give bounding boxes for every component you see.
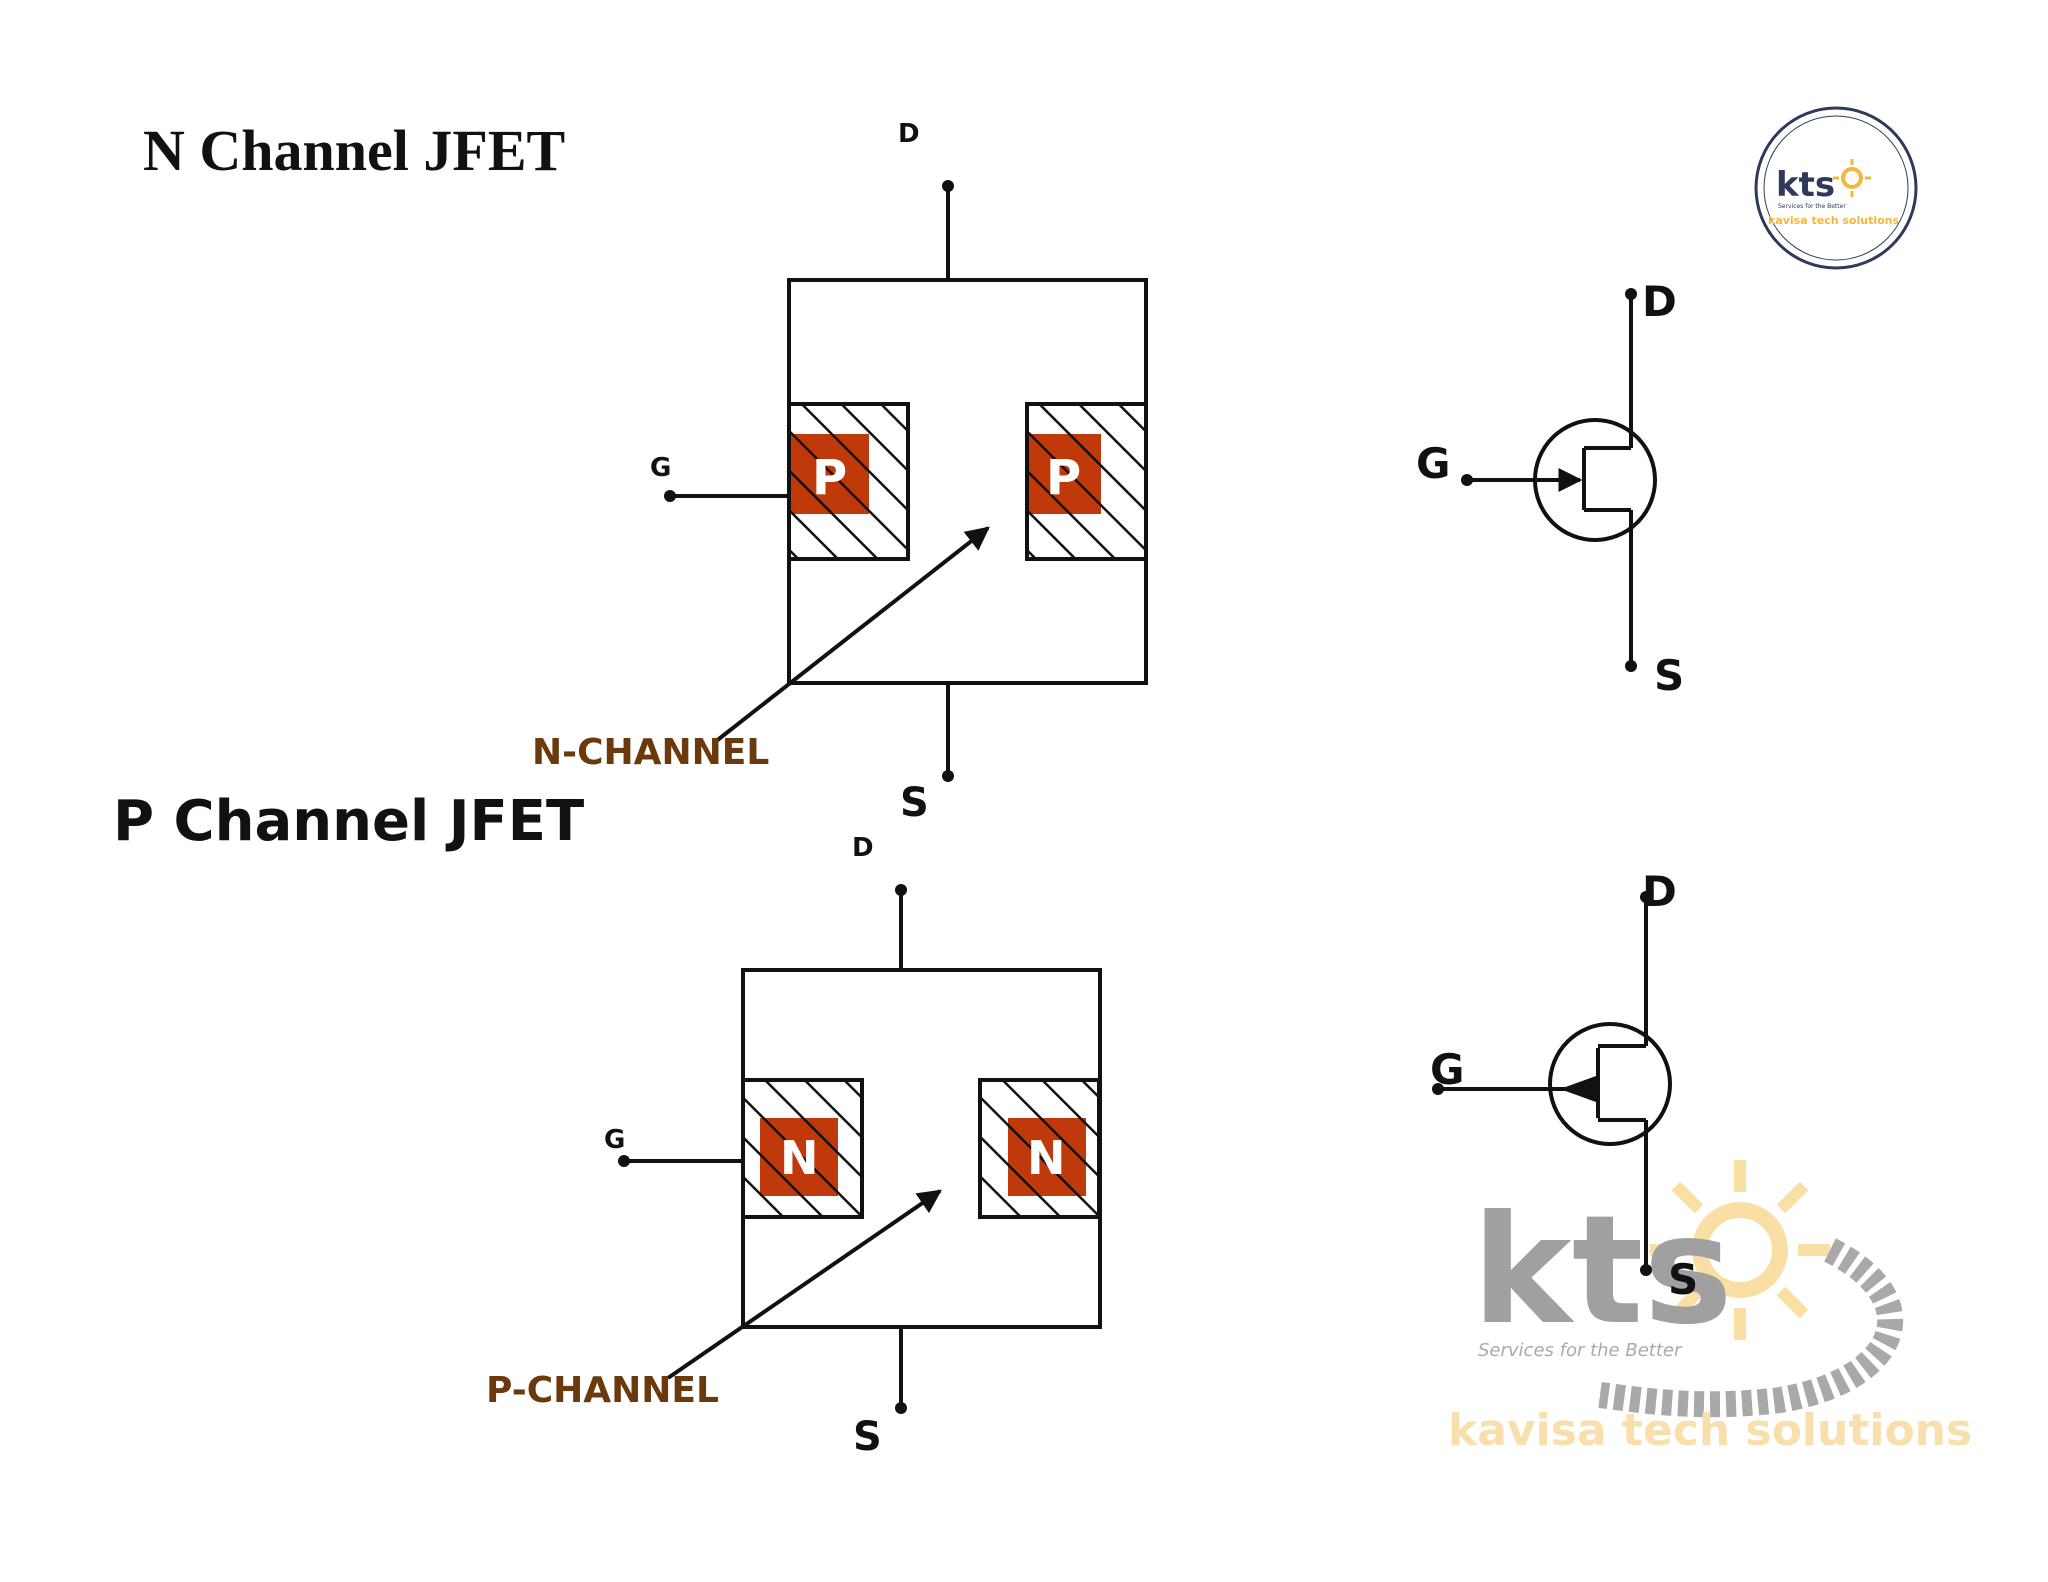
watermark-name: kts	[1472, 1184, 1733, 1358]
gate-label: G	[604, 1125, 625, 1155]
symbol-drain-terminal	[1640, 891, 1652, 903]
symbol-gate-label: G	[1416, 439, 1450, 488]
source-terminal	[895, 1402, 907, 1414]
gate-label: G	[650, 453, 671, 483]
kts-watermark-logo: kts Services for the Better kavisa tech …	[1448, 1160, 1972, 1456]
symbol-source-terminal	[1625, 660, 1637, 672]
p-region-left-label: P	[812, 450, 847, 506]
symbol-drain-terminal	[1625, 288, 1637, 300]
drain-label: D	[852, 833, 874, 863]
symbol-source-label: S	[1654, 651, 1684, 700]
gate-terminal	[618, 1155, 630, 1167]
source-terminal	[942, 770, 954, 782]
symbol-drain-label: D	[1642, 867, 1677, 916]
symbol-gate-terminal	[1432, 1083, 1444, 1095]
n-channel-title: N Channel JFET	[143, 118, 565, 183]
symbol-envelope	[1548, 1022, 1672, 1146]
p-region-right-label: P	[1046, 450, 1081, 506]
logo-tagline: Services for the Better	[1778, 203, 1846, 210]
road-icon	[1598, 1238, 1904, 1418]
drain-terminal	[895, 884, 907, 896]
symbol-drain-label: D	[1642, 277, 1677, 326]
watermark-tagline: Services for the Better	[1478, 1340, 1683, 1361]
symbol-source-terminal	[1640, 1264, 1652, 1276]
p-channel-structure: D S N N G P-CHANNEL	[486, 833, 1102, 1460]
n-region-right-label: N	[1027, 1131, 1066, 1185]
gate-terminal	[664, 490, 676, 502]
source-label: S	[900, 780, 929, 826]
symbol-gate-label: G	[1430, 1045, 1464, 1094]
logo-company: kavisa tech solutions	[1768, 214, 1900, 227]
symbol-gate-terminal	[1461, 474, 1473, 486]
p-channel-title: P Channel JFET	[113, 789, 584, 854]
logo-sun-icon	[1833, 159, 1871, 197]
drain-label: D	[898, 119, 920, 149]
n-channel-label: N-CHANNEL	[532, 732, 769, 773]
channel-pointer-arrow	[713, 526, 990, 744]
channel-pointer-arrow	[666, 1189, 942, 1380]
kts-logo: kts Services for the Better kavisa tech …	[1754, 106, 1918, 270]
p-channel-symbol: D G S	[1430, 867, 1698, 1304]
watermark-company: kavisa tech solutions	[1448, 1405, 1972, 1456]
n-channel-symbol: D G S	[1416, 277, 1684, 700]
n-channel-structure: D S P P G N-CHANNEL	[532, 119, 1148, 826]
symbol-source-label: S	[1668, 1255, 1698, 1304]
source-label: S	[853, 1414, 882, 1460]
drain-terminal	[942, 180, 954, 192]
gate-arrow-icon	[1560, 1076, 1596, 1102]
logo-name: kts	[1776, 165, 1835, 205]
sun-icon	[1650, 1160, 1830, 1340]
p-channel-label: P-CHANNEL	[486, 1370, 719, 1411]
n-region-left-label: N	[780, 1131, 819, 1185]
